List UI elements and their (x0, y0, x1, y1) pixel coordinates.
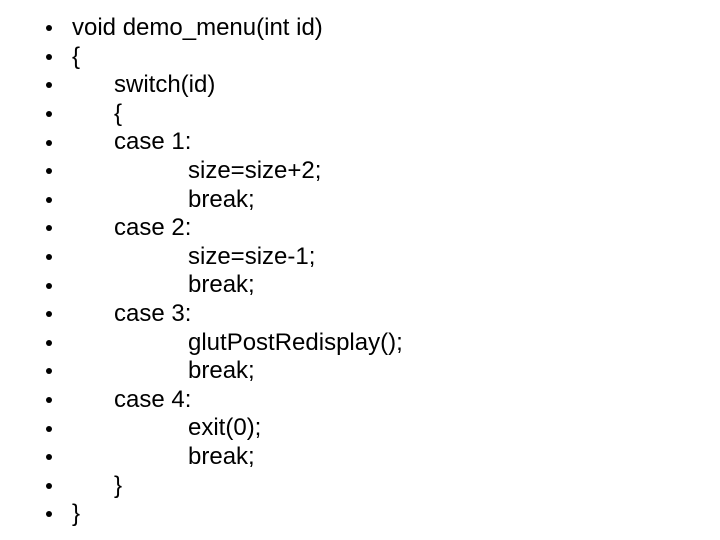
bullet-icon (46, 225, 52, 232)
bullet-icon (46, 25, 52, 32)
code-line-text: size=size-1; (188, 242, 316, 270)
code-line-text: switch(id) (114, 71, 216, 99)
code-line-text: break; (188, 442, 255, 470)
code-line-text: void demo_menu(int id) (72, 14, 323, 41)
bullet-icon (46, 196, 52, 203)
code-line: case 3: (0, 300, 720, 329)
bullet-icon (46, 339, 52, 346)
code-line-text: case 1: (114, 128, 192, 156)
code-line: break; (0, 443, 720, 472)
code-line: } (0, 500, 720, 529)
code-line-text: break; (188, 271, 255, 299)
code-line: size=size+2; (0, 157, 720, 186)
code-line-text: break; (188, 357, 255, 385)
bullet-icon (46, 482, 52, 489)
code-line: switch(id) (0, 71, 720, 100)
bullet-icon (46, 311, 52, 318)
code-line-text: break; (188, 185, 255, 213)
code-line: break; (0, 357, 720, 386)
bullet-icon (46, 454, 52, 461)
code-line: void demo_menu(int id) (0, 14, 720, 43)
bullet-icon (46, 368, 52, 375)
bullet-icon (46, 53, 52, 60)
code-line: } (0, 472, 720, 501)
code-line-text: case 2: (114, 214, 192, 242)
code-line: case 4: (0, 386, 720, 415)
code-line-text: case 4: (114, 385, 192, 413)
code-line: { (0, 100, 720, 129)
bullet-icon (46, 139, 52, 146)
code-line: exit(0); (0, 414, 720, 443)
code-line-text: glutPostRedisplay(); (188, 328, 403, 356)
code-line-text: } (72, 500, 81, 528)
code-line-text: case 3: (114, 299, 192, 327)
bullet-icon (46, 82, 52, 89)
code-line: break; (0, 186, 720, 215)
bullet-icon (46, 111, 52, 118)
code-line: { (0, 43, 720, 72)
bullet-icon (46, 397, 52, 404)
code-line: size=size-1; (0, 243, 720, 272)
code-line: glutPostRedisplay(); (0, 329, 720, 358)
bullet-icon (46, 425, 52, 432)
bullet-icon (46, 254, 52, 261)
code-line: case 1: (0, 128, 720, 157)
code-line-text: } (114, 471, 123, 499)
code-line: case 2: (0, 214, 720, 243)
bullet-icon (46, 511, 52, 518)
code-line: break; (0, 271, 720, 300)
code-line-text: { (72, 42, 81, 70)
code-line-text: size=size+2; (188, 156, 322, 184)
code-line-text: { (114, 99, 123, 127)
code-line-text: exit(0); (188, 414, 262, 442)
code-bullet-list: void demo_menu(int id) { switch(id) { ca… (0, 14, 720, 529)
bullet-icon (46, 282, 52, 289)
bullet-icon (46, 168, 52, 175)
